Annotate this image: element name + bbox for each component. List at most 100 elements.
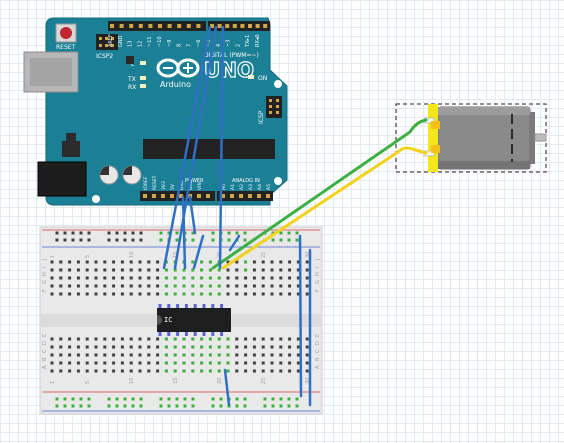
power-analog-pin-label: GND — [179, 179, 185, 190]
breadboard-hole — [211, 397, 215, 401]
breadboard-hole — [147, 337, 151, 341]
breadboard-hole — [175, 231, 179, 235]
breadboard-hole — [147, 268, 151, 272]
uno-logo-text: UNO — [204, 58, 254, 82]
breadboard-hole — [235, 292, 239, 296]
breadboard-hole — [226, 337, 230, 341]
ic-pin — [220, 304, 224, 309]
breadboard-hole — [261, 268, 265, 272]
header-pin — [110, 24, 114, 28]
breadboard-hole — [164, 353, 168, 357]
breadboard-hole — [211, 231, 215, 235]
breadboard-hole — [59, 260, 63, 264]
wire-blue — [228, 234, 241, 252]
breadboard-hole — [235, 353, 239, 357]
breadboard-hole — [68, 337, 72, 341]
breadboard-hole — [59, 361, 63, 365]
breadboard-hole — [244, 369, 248, 373]
breadboard-hole — [85, 260, 89, 264]
breadboard-hole — [112, 292, 116, 296]
breadboard-hole — [94, 276, 98, 280]
breadboard-hole — [279, 238, 283, 242]
breadboard-hole — [226, 268, 230, 272]
wire-yellow — [221, 146, 428, 270]
power-analog-pin-label: A2 — [239, 184, 245, 190]
breadboard-hole — [288, 337, 292, 341]
breadboard-hole — [159, 397, 163, 401]
header-pin — [196, 24, 201, 28]
breadboard-hole — [252, 276, 256, 280]
breadboard-hole — [261, 284, 265, 288]
header-pin — [239, 194, 243, 198]
breadboard-hole — [63, 231, 67, 235]
breadboard-hole — [85, 337, 89, 341]
breadboard-hole — [208, 369, 212, 373]
breadboard-hole — [217, 345, 221, 349]
breadboard-hole — [59, 284, 63, 288]
breadboard-hole — [296, 260, 300, 264]
ic-body — [157, 308, 231, 332]
breadboard-hole — [107, 231, 111, 235]
breadboard-hole — [103, 361, 107, 365]
breadboard-hole — [288, 353, 292, 357]
usb-connector-inner — [30, 58, 72, 86]
breadboard-hole — [200, 337, 204, 341]
breadboard-hole — [68, 284, 72, 288]
breadboard-hole — [112, 268, 116, 272]
breadboard-hole — [226, 345, 230, 349]
breadboard-hole — [244, 345, 248, 349]
motor-shade-bottom — [438, 161, 530, 169]
breadboard-hole — [139, 231, 143, 235]
reset-label: RESET — [56, 44, 76, 51]
header-pin — [240, 24, 245, 28]
breadboard-hole — [76, 361, 80, 365]
analog-header — [217, 191, 273, 201]
breadboard-hole — [208, 268, 212, 272]
breadboard-hole — [103, 353, 107, 357]
breadboard-hole — [173, 284, 177, 288]
ic-notch — [157, 315, 162, 325]
breadboard-hole — [138, 292, 142, 296]
breadboard-hole — [271, 404, 275, 408]
breadboard-hole — [112, 369, 116, 373]
breadboard-hole — [138, 268, 142, 272]
breadboard-hole — [79, 231, 83, 235]
breadboard-hole — [129, 292, 133, 296]
wire-blue — [192, 234, 205, 270]
motor-shaft — [534, 133, 547, 142]
breadboard-hole — [55, 231, 59, 235]
breadboard-hole — [182, 268, 186, 272]
wire-blue — [188, 195, 197, 235]
breadboard-hole — [287, 397, 291, 401]
breadboard-hole — [103, 292, 107, 296]
breadboard-hole — [123, 231, 127, 235]
breadboard-hole — [167, 404, 171, 408]
breadboard-hole — [191, 404, 195, 408]
breadboard-hole — [173, 369, 177, 373]
breadboard-hole — [295, 231, 299, 235]
breadboard-hole — [175, 404, 179, 408]
breadboard-hole — [296, 361, 300, 365]
header-pin — [210, 24, 214, 28]
breadboard-hole — [55, 397, 59, 401]
breadboard-hole — [85, 345, 89, 349]
digital-pin-label: ~9 — [167, 40, 173, 47]
header-pin — [170, 194, 174, 198]
breadboard-hole — [50, 260, 54, 264]
breadboard-hole — [103, 268, 107, 272]
reset-button-cap[interactable] — [60, 27, 72, 39]
breadboard-hole — [59, 276, 63, 280]
breadboard-hole — [50, 284, 54, 288]
breadboard-hole — [226, 353, 230, 357]
power-analog-pin-label: RESET — [152, 175, 158, 190]
breadboard-hole — [94, 337, 98, 341]
breadboard-hole — [68, 353, 72, 357]
header-pin — [232, 24, 237, 28]
motor-body — [437, 106, 531, 170]
breadboard-hole — [50, 337, 54, 341]
breadboard-hole — [191, 231, 195, 235]
breadboard-hole — [71, 238, 75, 242]
breadboard-hole — [173, 268, 177, 272]
tx-label: TX — [127, 76, 136, 83]
